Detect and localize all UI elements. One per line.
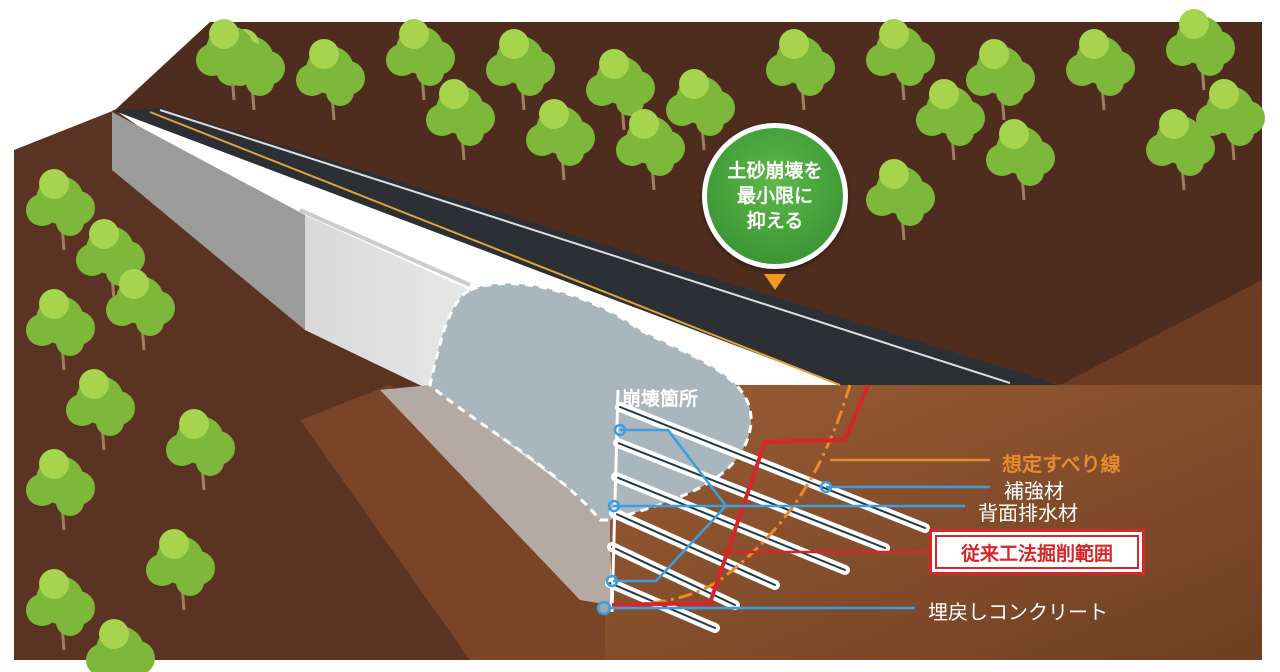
retaining-wall-far (112, 112, 305, 330)
road-edge-line (159, 109, 1011, 384)
tree-icon (76, 219, 145, 301)
reinforcement-bar (617, 442, 886, 549)
guard-rail (299, 208, 471, 287)
road-center-line (149, 111, 841, 386)
tree-icon (26, 569, 95, 651)
label-back-drainage: 背面排水材 (978, 501, 1078, 525)
label-backfill-concrete: 埋戻しコンクリート (928, 600, 1108, 624)
badge-line-2: 最小限に (736, 184, 813, 207)
tree-icon (986, 119, 1055, 201)
reinforcement-bar (615, 476, 846, 571)
cross-section-corner (1060, 280, 1262, 385)
badge-line-3: 抑える (746, 209, 804, 232)
tree-icon (586, 49, 655, 131)
label-reinforcement: 補強材 (1004, 479, 1064, 503)
tree-icon (766, 29, 835, 111)
badge-pointer-icon (764, 274, 786, 290)
tree-icon (1196, 79, 1265, 161)
tree-icon (26, 169, 95, 251)
tree-icon (1146, 109, 1215, 191)
tree-icon (296, 39, 365, 121)
label-conventional-excavation-box: 従来工法掘削範囲 (929, 529, 1145, 575)
tree-icon (616, 109, 685, 191)
tree-icon (26, 289, 95, 371)
label-collapse-area: 崩壊箇所 (622, 388, 699, 410)
tree-icon (966, 39, 1035, 121)
retaining-wall-base (380, 385, 610, 605)
tree-icon (1066, 29, 1135, 111)
tree-icon (106, 269, 175, 351)
excavated-trench (300, 385, 605, 660)
label-conventional-excavation: 従来工法掘削範囲 (935, 535, 1139, 569)
tree-icon (196, 19, 265, 101)
tree-icon (526, 99, 595, 181)
reinforcement-bar (619, 406, 926, 529)
tree-icon (86, 619, 155, 672)
tree-icon (26, 449, 95, 531)
tree-icon (1166, 9, 1235, 91)
cross-section-soil (600, 385, 1262, 660)
tree-icon (486, 29, 555, 111)
reinforcement-bar (613, 512, 776, 586)
tree-icon (916, 79, 985, 161)
label-assumed-slip-line: 想定すべり線 (1002, 452, 1121, 476)
tree-icon (426, 79, 495, 161)
tree-icon (166, 409, 235, 491)
badge-line-1: 土砂崩壊を (727, 159, 823, 182)
tree-icon (66, 369, 135, 451)
leader-lines (596, 423, 990, 616)
tree-icon (666, 69, 735, 151)
tree-icon (866, 159, 935, 241)
tree-icon (146, 529, 215, 611)
badge-minimize-collapse: 土砂崩壊を 最小限に 抑える (702, 123, 848, 269)
tree-icon (866, 19, 935, 101)
conventional-excavation-line (611, 384, 870, 607)
tree-icon (386, 19, 455, 101)
